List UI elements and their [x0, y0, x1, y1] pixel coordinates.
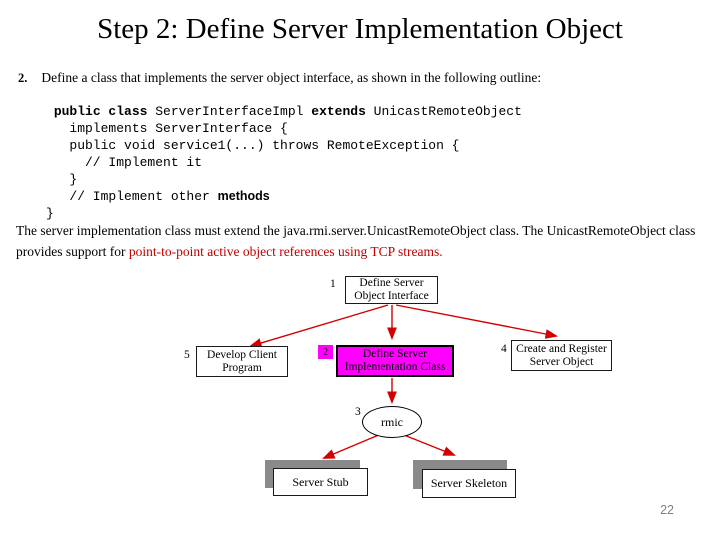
text-segment: ServerInterfaceImpl	[147, 104, 312, 119]
step-box-define-implementation: Define Server Implementation Class	[336, 345, 454, 377]
code-line: }	[46, 171, 522, 188]
bullet-item: 2. Define a class that implements the ser…	[18, 70, 708, 86]
step-number-4: 4	[501, 343, 507, 355]
text-segment: // Implement it	[46, 155, 203, 170]
text-segment: // Implement other	[46, 189, 218, 204]
code-line: implements ServerInterface {	[46, 120, 522, 137]
text-segment: UnicastRemoteObject	[365, 104, 522, 119]
text-segment: }	[46, 206, 54, 221]
code-line: // Implement other methods	[46, 188, 522, 205]
code-block: public class ServerInterfaceImpl extends…	[46, 103, 522, 222]
body-paragraph: The server implementation class must ext…	[16, 220, 708, 262]
code-line: // Implement it	[46, 154, 522, 171]
text-segment	[46, 104, 54, 119]
slide-title: Step 2: Define Server Implementation Obj…	[97, 13, 623, 45]
text-segment: implements ServerInterface {	[46, 121, 288, 136]
server-stub-box: Server Stub	[273, 468, 368, 496]
step-number-5: 5	[184, 349, 190, 361]
step-box-develop-client: Develop Client Program	[196, 346, 288, 377]
text-segment: extends	[311, 104, 366, 119]
bullet-number: 2.	[18, 71, 28, 85]
code-line: public class ServerInterfaceImpl extends…	[46, 103, 522, 120]
text-segment: methods	[217, 189, 270, 203]
step-box-create-register: Create and Register Server Object	[511, 340, 612, 371]
text-segment: The server implementation class must ext…	[16, 223, 696, 259]
text-segment: public class	[53, 104, 148, 119]
text-segment: public void service1(...) throws RemoteE…	[46, 138, 460, 153]
rmic-ellipse: rmic	[362, 406, 422, 438]
server-skeleton-box: Server Skeleton	[422, 469, 516, 498]
text-segment: }	[46, 172, 78, 187]
step-number-2-badge: 2	[318, 345, 333, 359]
text-segment: point-to-point active object references …	[128, 244, 443, 259]
step-box-define-interface: Define Server Object Interface	[345, 276, 438, 304]
step-number-1: 1	[330, 278, 336, 290]
bullet-text: Define a class that implements the serve…	[41, 70, 542, 85]
code-line: public void service1(...) throws RemoteE…	[46, 137, 522, 154]
code-line: }	[46, 205, 522, 222]
page-number: 22	[660, 503, 674, 517]
step-number-3: 3	[355, 406, 361, 418]
